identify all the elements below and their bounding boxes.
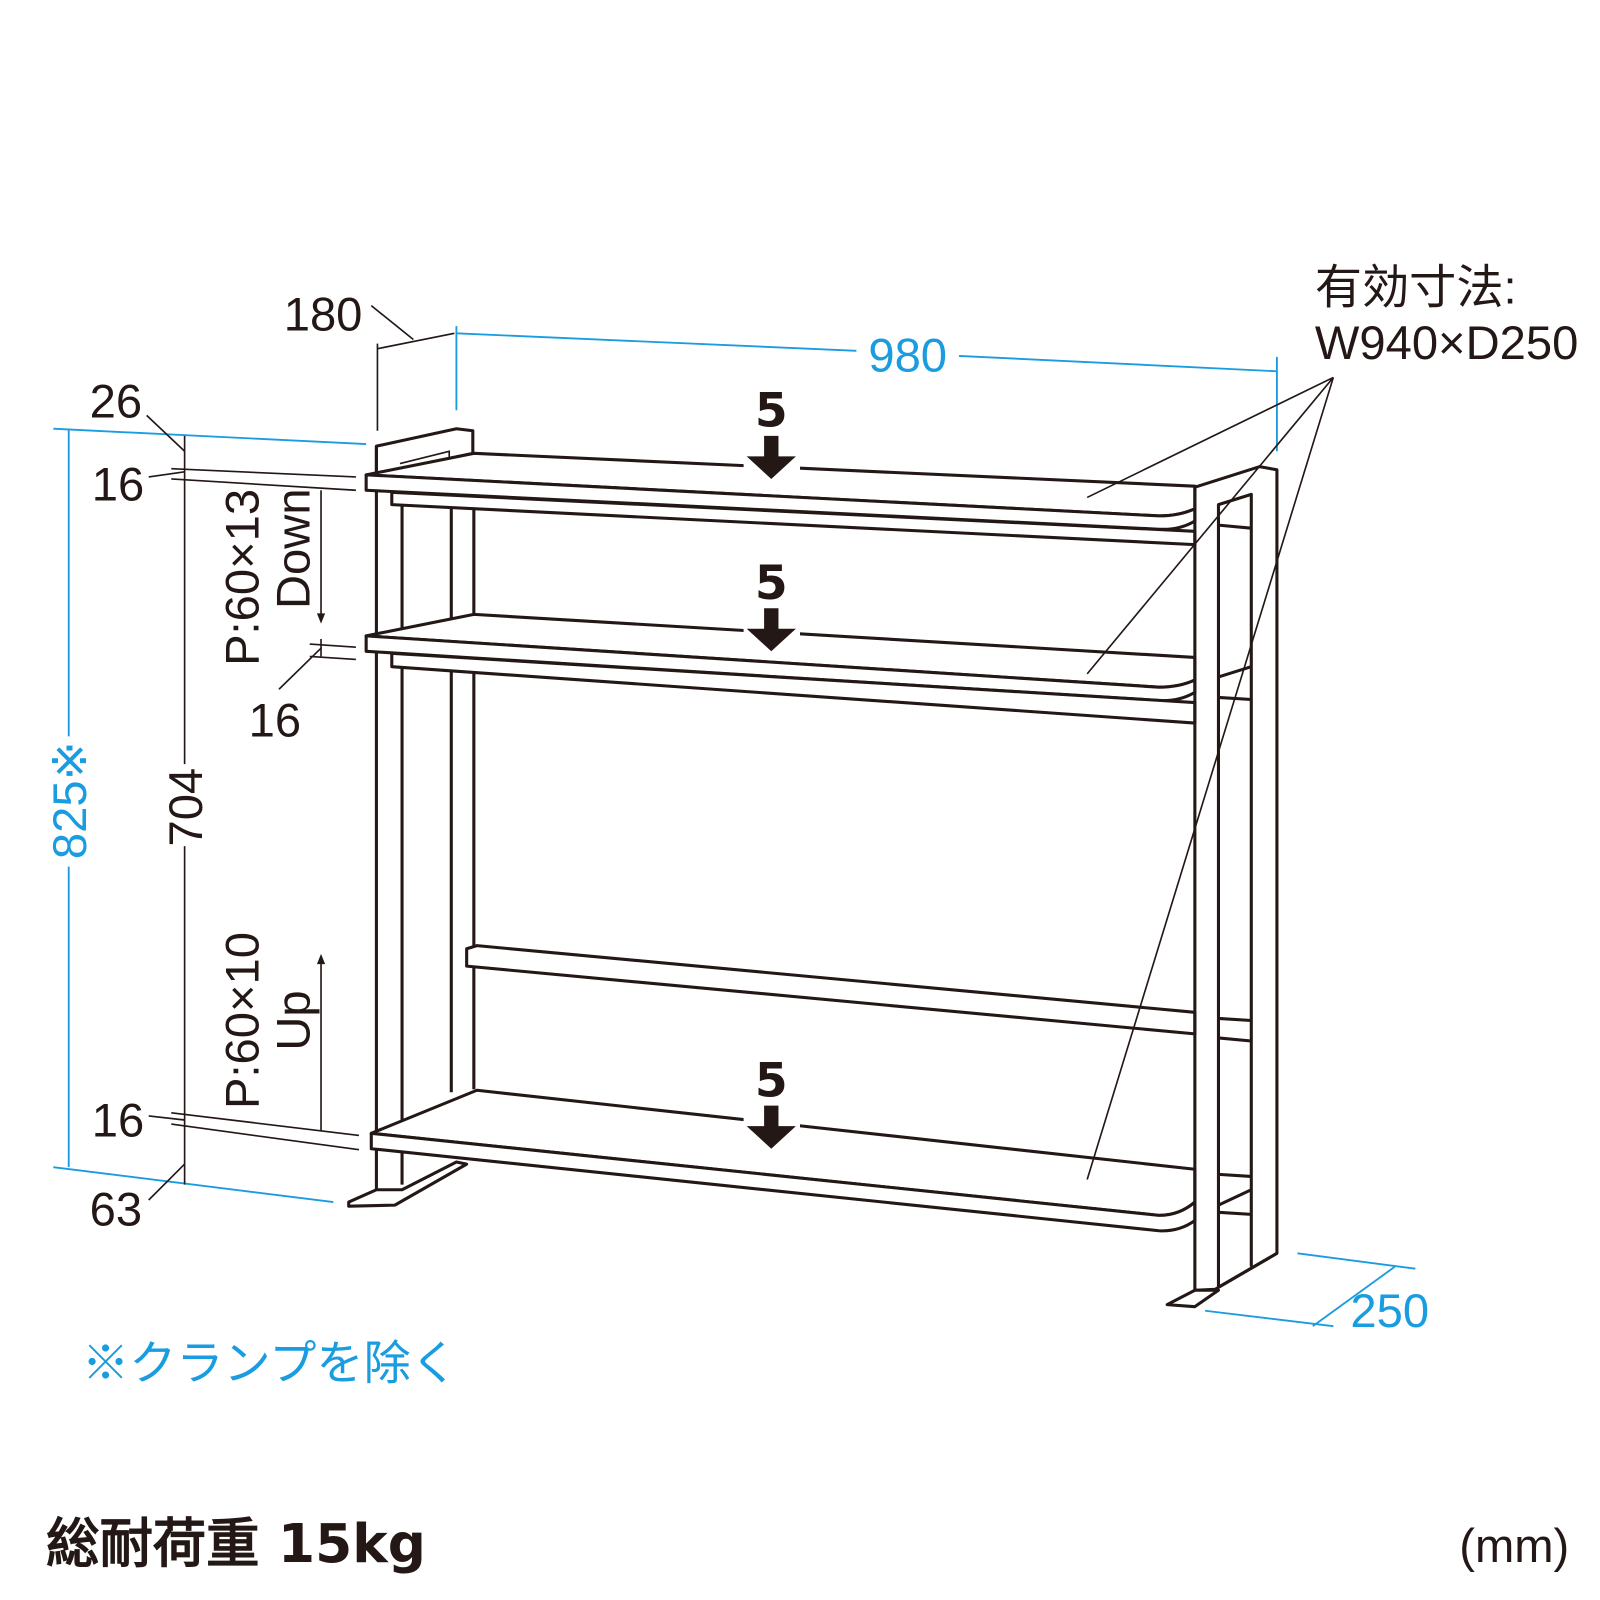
- clamp-note: ※クランプを除く: [82, 1336, 458, 1389]
- load-marker-top: 5: [743, 381, 800, 485]
- unit-label: (mm): [1459, 1519, 1569, 1572]
- shelf-middle: [364, 612, 1252, 725]
- inner-height-label: 704: [159, 768, 212, 847]
- adjustment-down: P:60×13 Down: [215, 488, 326, 666]
- load-marker-bottom: 5: [743, 1051, 800, 1154]
- effective-size-label: 有効寸法:: [1315, 261, 1517, 314]
- dimension-total-height: 825※: [43, 427, 367, 1203]
- dimension-shelf-thickness-top: 16: [92, 458, 356, 511]
- shelf-top: [364, 451, 1252, 547]
- top-depth-label: 180: [284, 287, 363, 340]
- arrow-up-icon: [316, 953, 326, 965]
- adjustment-up: P:60×10 Up: [215, 932, 326, 1132]
- dimension-width: 980: [455, 326, 1278, 452]
- dimension-shelf-thickness-bottom: 16: [92, 1093, 360, 1151]
- total-load-label: 総耐荷重 15kg: [46, 1512, 426, 1575]
- down-pitch-label: P:60×13: [215, 489, 268, 666]
- width-label: 980: [868, 328, 947, 381]
- up-label: Up: [267, 990, 320, 1050]
- thickness-label: 16: [92, 1093, 144, 1146]
- load-value: 5: [755, 1053, 788, 1108]
- top-offset-label: 26: [90, 374, 142, 427]
- left-frame: [347, 427, 476, 1208]
- thickness-label: 16: [249, 693, 301, 746]
- dimension-top-depth: 180: [284, 287, 455, 431]
- up-pitch-label: P:60×10: [215, 932, 268, 1109]
- load-marker-middle: 5: [743, 553, 800, 657]
- dimension-base-depth: 250: [1205, 1252, 1429, 1337]
- down-arrow-icon: [746, 1105, 796, 1149]
- down-arrow-icon: [746, 435, 796, 479]
- effective-size-callout: 有効寸法: W940×D250: [1086, 261, 1578, 1180]
- dimension-shelf-thickness-middle: 16: [249, 638, 356, 746]
- effective-size-value: W940×D250: [1315, 316, 1578, 369]
- load-value: 5: [755, 384, 788, 439]
- shelf-bottom: [369, 1088, 1252, 1233]
- down-arrow-icon: [746, 608, 796, 652]
- dimension-inner-height: 704 26 63: [90, 374, 212, 1235]
- down-label: Down: [267, 488, 320, 609]
- total-height-label: 825※: [43, 741, 96, 859]
- bottom-offset-label: 63: [90, 1183, 142, 1236]
- arrow-down-icon: [316, 613, 326, 624]
- load-value: 5: [755, 556, 788, 611]
- thickness-label: 16: [92, 458, 144, 511]
- base-depth-label: 250: [1350, 1284, 1429, 1337]
